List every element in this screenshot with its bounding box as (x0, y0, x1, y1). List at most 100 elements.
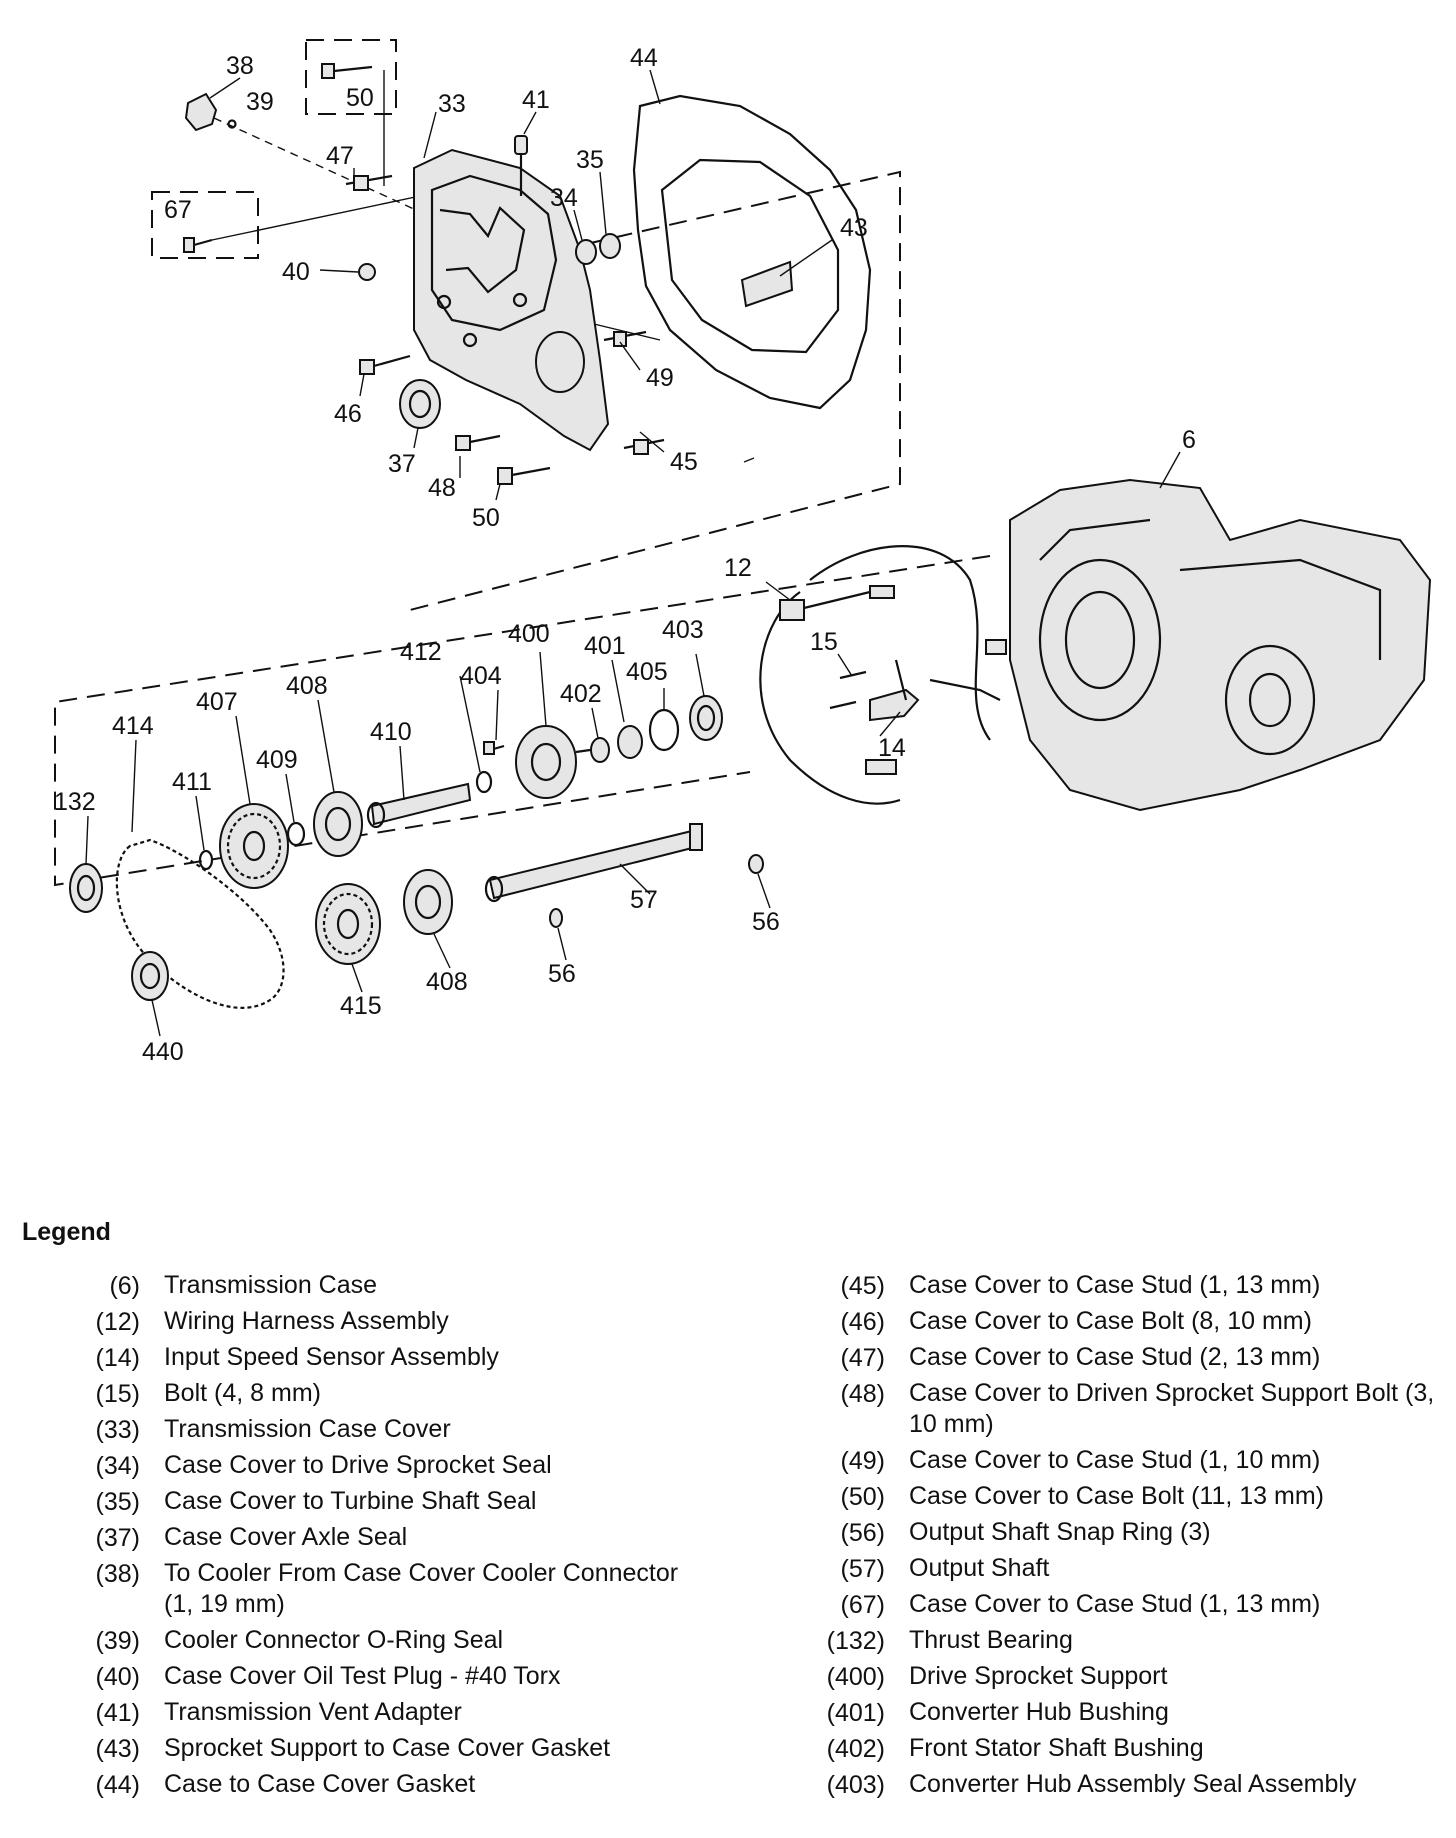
output-shaft-part (484, 823, 703, 903)
legend-item: (48) Case Cover to Driven Sprocket Suppor… (785, 1376, 1445, 1443)
drive-sprocket-support-part (515, 725, 591, 799)
legend-item-description: Converter Hub Assembly Seal Assembly (909, 1770, 1357, 1798)
legend-item-number: (67) (840, 1591, 885, 1619)
callout-33: 33 (438, 90, 466, 118)
legend-item: (41) Transmission Vent Adapter (40, 1695, 680, 1731)
turbine-shaft-seal-part (599, 233, 621, 259)
legend-item-description: Case Cover to Case Bolt (11, 13 mm) (909, 1482, 1324, 1510)
legend-item-number: (400) (826, 1663, 885, 1691)
callout-6: 6 (1182, 426, 1196, 454)
callout-414: 414 (112, 712, 154, 740)
legend-left-column: (6)Transmission Case (12)Wiring Harness … (40, 1268, 680, 1803)
legend-item-number: (47) (840, 1344, 885, 1372)
converter-hub-bushing-part (617, 725, 643, 759)
shaft-410-part (366, 782, 472, 829)
callout-15: 15 (810, 628, 838, 656)
legend-item: (39)Cooler Connector O-Ring Seal (40, 1623, 680, 1659)
legend-item-description: Output Shaft (909, 1554, 1050, 1582)
legend-item: (50) Case Cover to Case Bolt (11, 13 mm) (785, 1479, 1445, 1515)
legend-item: (43)Sprocket Support to Case Cover Gaske… (40, 1731, 680, 1767)
legend-item-description: Converter Hub Bushing (909, 1698, 1169, 1726)
callout-14: 14 (878, 734, 906, 762)
callout-404: 404 (460, 662, 502, 690)
callout-35: 35 (576, 146, 604, 174)
drive-sprocket-seal-part (575, 239, 597, 265)
legend-item-description: Case to Case Cover Gasket (164, 1770, 476, 1798)
legend-item-number: (41) (95, 1699, 140, 1727)
legend-item-description: Transmission Case Cover (164, 1415, 451, 1443)
legend-item-number: (132) (826, 1627, 885, 1655)
callout-412: 412 (400, 638, 442, 666)
legend-item-number: (57) (840, 1555, 885, 1583)
legend-item: (33)Transmission Case Cover (40, 1412, 680, 1448)
legend-item-description: Case Cover to Case Stud (1, 10 mm) (909, 1446, 1321, 1474)
legend-item-description: Output Shaft Snap Ring (3) (909, 1518, 1211, 1546)
callout-12: 12 (724, 554, 752, 582)
legend-item: (44)Case to Case Cover Gasket (40, 1767, 680, 1803)
legend-item-number: (50) (840, 1483, 885, 1511)
callout-403: 403 (662, 616, 704, 644)
ring-405-part (648, 708, 680, 752)
legend-item-description: Transmission Vent Adapter (164, 1698, 462, 1726)
callout-39: 39 (246, 88, 274, 116)
legend-item-description: Front Stator Shaft Bushing (909, 1734, 1204, 1762)
legend-item: (45)Case Cover to Case Stud (1, 13 mm) (785, 1268, 1445, 1304)
vent-adapter-part (514, 135, 528, 196)
callout-34: 34 (550, 184, 578, 212)
legend-title: Legend (22, 1218, 111, 1246)
bolt-48-part (455, 434, 501, 451)
callout-40: 40 (282, 258, 310, 286)
callout-45: 45 (670, 448, 698, 476)
driven-sprocket-415-part (315, 883, 381, 965)
bolt-50-boxed-part (321, 63, 385, 186)
case-gasket-part (632, 94, 872, 410)
stud-47-part (345, 174, 393, 191)
leader-lines (85, 69, 1181, 1037)
callout-400: 400 (508, 620, 550, 648)
assembly-outline-lower (54, 555, 991, 887)
legend-item-number: (48) (840, 1380, 885, 1408)
callout-132: 132 (54, 788, 96, 816)
legend-item-description: Case Cover to Case Stud (1, 13 mm) (909, 1271, 1321, 1299)
legend-item: (14)Input Speed Sensor Assembly (40, 1340, 680, 1376)
legend-item-number: (6) (109, 1272, 140, 1300)
bolt-15-part (829, 670, 867, 710)
legend-item-number: (37) (95, 1524, 140, 1552)
callout-37: 37 (388, 450, 416, 478)
legend-item-description: Cooler Connector O-Ring Seal (164, 1626, 504, 1654)
callout-49: 49 (646, 364, 674, 392)
converter-hub-seal-part (689, 695, 723, 741)
bearing-408-lower-part (403, 869, 453, 935)
bolt-50-lower-part (497, 466, 551, 485)
drive-sprocket-407-part (219, 803, 289, 889)
callout-47: 47 (326, 142, 354, 170)
legend-item: (6)Transmission Case (40, 1268, 680, 1304)
legend-item-number: (40) (95, 1663, 140, 1691)
ring-412-part (475, 770, 493, 794)
legend-item: (132)Thrust Bearing (785, 1623, 1445, 1659)
bearing-408-upper-part (313, 791, 363, 857)
callout-48: 48 (428, 474, 456, 502)
callout-401: 401 (584, 632, 626, 660)
callout-44: 44 (630, 44, 658, 72)
callout-408-upper: 408 (286, 672, 328, 700)
callout-56-lower: 56 (548, 960, 576, 988)
callout-440: 440 (142, 1038, 184, 1066)
legend-item-number: (34) (95, 1452, 140, 1480)
legend-item-description: Drive Sprocket Support (909, 1662, 1168, 1690)
legend-item-number: (401) (826, 1699, 885, 1727)
bolt-46-part (359, 354, 411, 375)
callout-407: 407 (196, 688, 238, 716)
legend-item-description: Case Cover to Driven Sprocket Support Bo… (909, 1379, 1435, 1438)
legend-item-description: Case Cover to Case Stud (1, 13 mm) (909, 1590, 1321, 1618)
axle-seal-part (399, 379, 441, 429)
legend-item: (56)Output Shaft Snap Ring (3) (785, 1515, 1445, 1551)
legend-item-number: (35) (95, 1488, 140, 1516)
callout-415: 415 (340, 992, 382, 1020)
legend-item: (40)Case Cover Oil Test Plug - #40 Torx (40, 1659, 680, 1695)
stud-45-part (623, 438, 665, 455)
legend-item-number: (15) (95, 1380, 140, 1408)
bolt-404-part (483, 741, 505, 755)
input-speed-sensor-part (869, 659, 920, 722)
exploded-view-diagram: 38 39 50 33 41 44 47 67 35 34 43 40 49 4… (54, 39, 1432, 1066)
